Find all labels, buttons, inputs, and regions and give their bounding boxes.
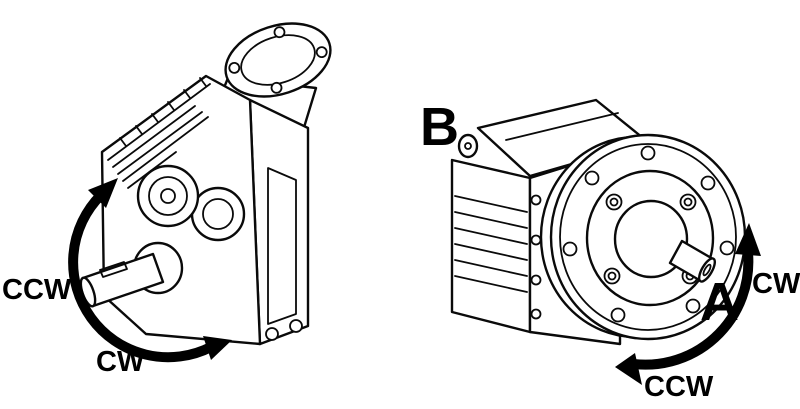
left-base-bolt-icon xyxy=(289,319,303,333)
housing-bolt-icon xyxy=(530,308,542,320)
cooling-fins-icon xyxy=(107,77,211,189)
rotation-arrow-left xyxy=(68,178,232,363)
cooling-fins-icon xyxy=(454,195,528,293)
flange-bolt-hole-icon xyxy=(700,175,716,191)
left-base-bolt-icon xyxy=(265,327,279,341)
right-gear-unit-drawing xyxy=(450,98,747,346)
arrowhead-ccw-left xyxy=(88,178,118,208)
side-a-label: A xyxy=(700,272,739,332)
shaft-keyway-icon xyxy=(99,261,128,278)
left-housing-side-recess xyxy=(267,167,297,325)
flange-bolt-hole-icon xyxy=(719,240,735,256)
right-cw-label: CW xyxy=(752,268,800,300)
rotation-arrow-right xyxy=(615,223,761,385)
flange-bolt-hole-icon xyxy=(640,145,656,161)
flange-bolt-hole-icon xyxy=(610,307,626,323)
left-cw-label: CW xyxy=(96,346,145,378)
arrowhead-cw-right xyxy=(735,223,761,256)
housing-bolt-icon xyxy=(530,194,542,206)
flange-bolt-hole-icon xyxy=(584,170,600,186)
arrowhead-cw-left xyxy=(203,336,232,360)
left-ccw-label: CCW xyxy=(2,274,72,306)
housing-bolt-icon xyxy=(530,274,542,286)
right-ccw-label: CCW xyxy=(644,371,714,403)
housing-bolt-icon xyxy=(530,234,542,246)
flange-bolt-hole-icon xyxy=(685,298,701,314)
arrowhead-ccw-right xyxy=(615,353,642,385)
side-b-label: B xyxy=(420,97,459,157)
flange-bolt-hole-icon xyxy=(562,241,578,257)
motor-flange-icon xyxy=(224,22,332,98)
left-gear-unit-drawing xyxy=(79,22,332,346)
